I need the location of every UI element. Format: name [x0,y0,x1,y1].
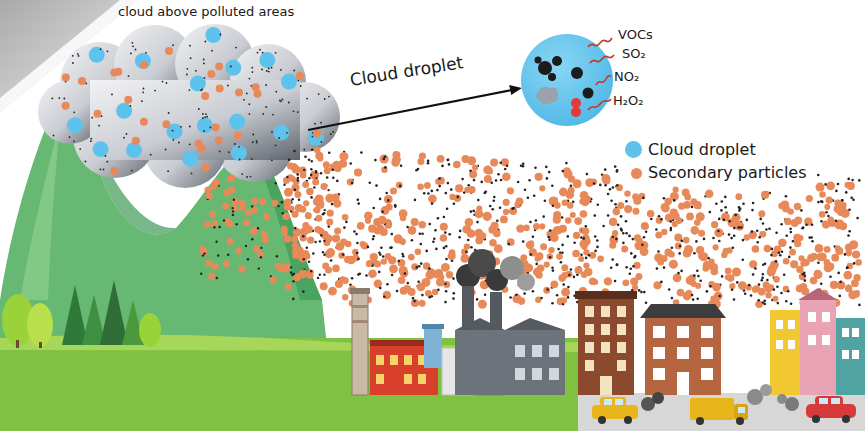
cloud-particles [51,27,334,178]
leader-squiggles [588,38,614,110]
arrow-label: Cloud droplet [348,52,464,90]
road [578,393,865,431]
trees [2,280,161,348]
legend-swatch [625,141,642,158]
cloud [38,24,340,188]
legend-text: Cloud droplet [648,140,756,159]
cloud-droplet-zoom [521,34,613,126]
mountain-light [20,120,60,300]
arrow-head [509,85,522,95]
cloud-region: cloud above polluted areas [40,2,350,192]
factories [350,249,565,395]
species-label: VOCs [618,27,653,43]
buildings [575,288,865,395]
cloud-heading: cloud above polluted areas [118,4,294,20]
legend-text: Secondary particles [648,163,807,182]
species-label: SO₂ [622,46,646,62]
species-label: H₂O₂ [613,93,643,109]
zoom-arrow [308,90,512,130]
molecules [535,56,594,117]
species-label: NO₂ [614,69,639,85]
secondary-particles [199,147,862,309]
vehicles [592,384,856,425]
legend-swatch [631,168,642,179]
